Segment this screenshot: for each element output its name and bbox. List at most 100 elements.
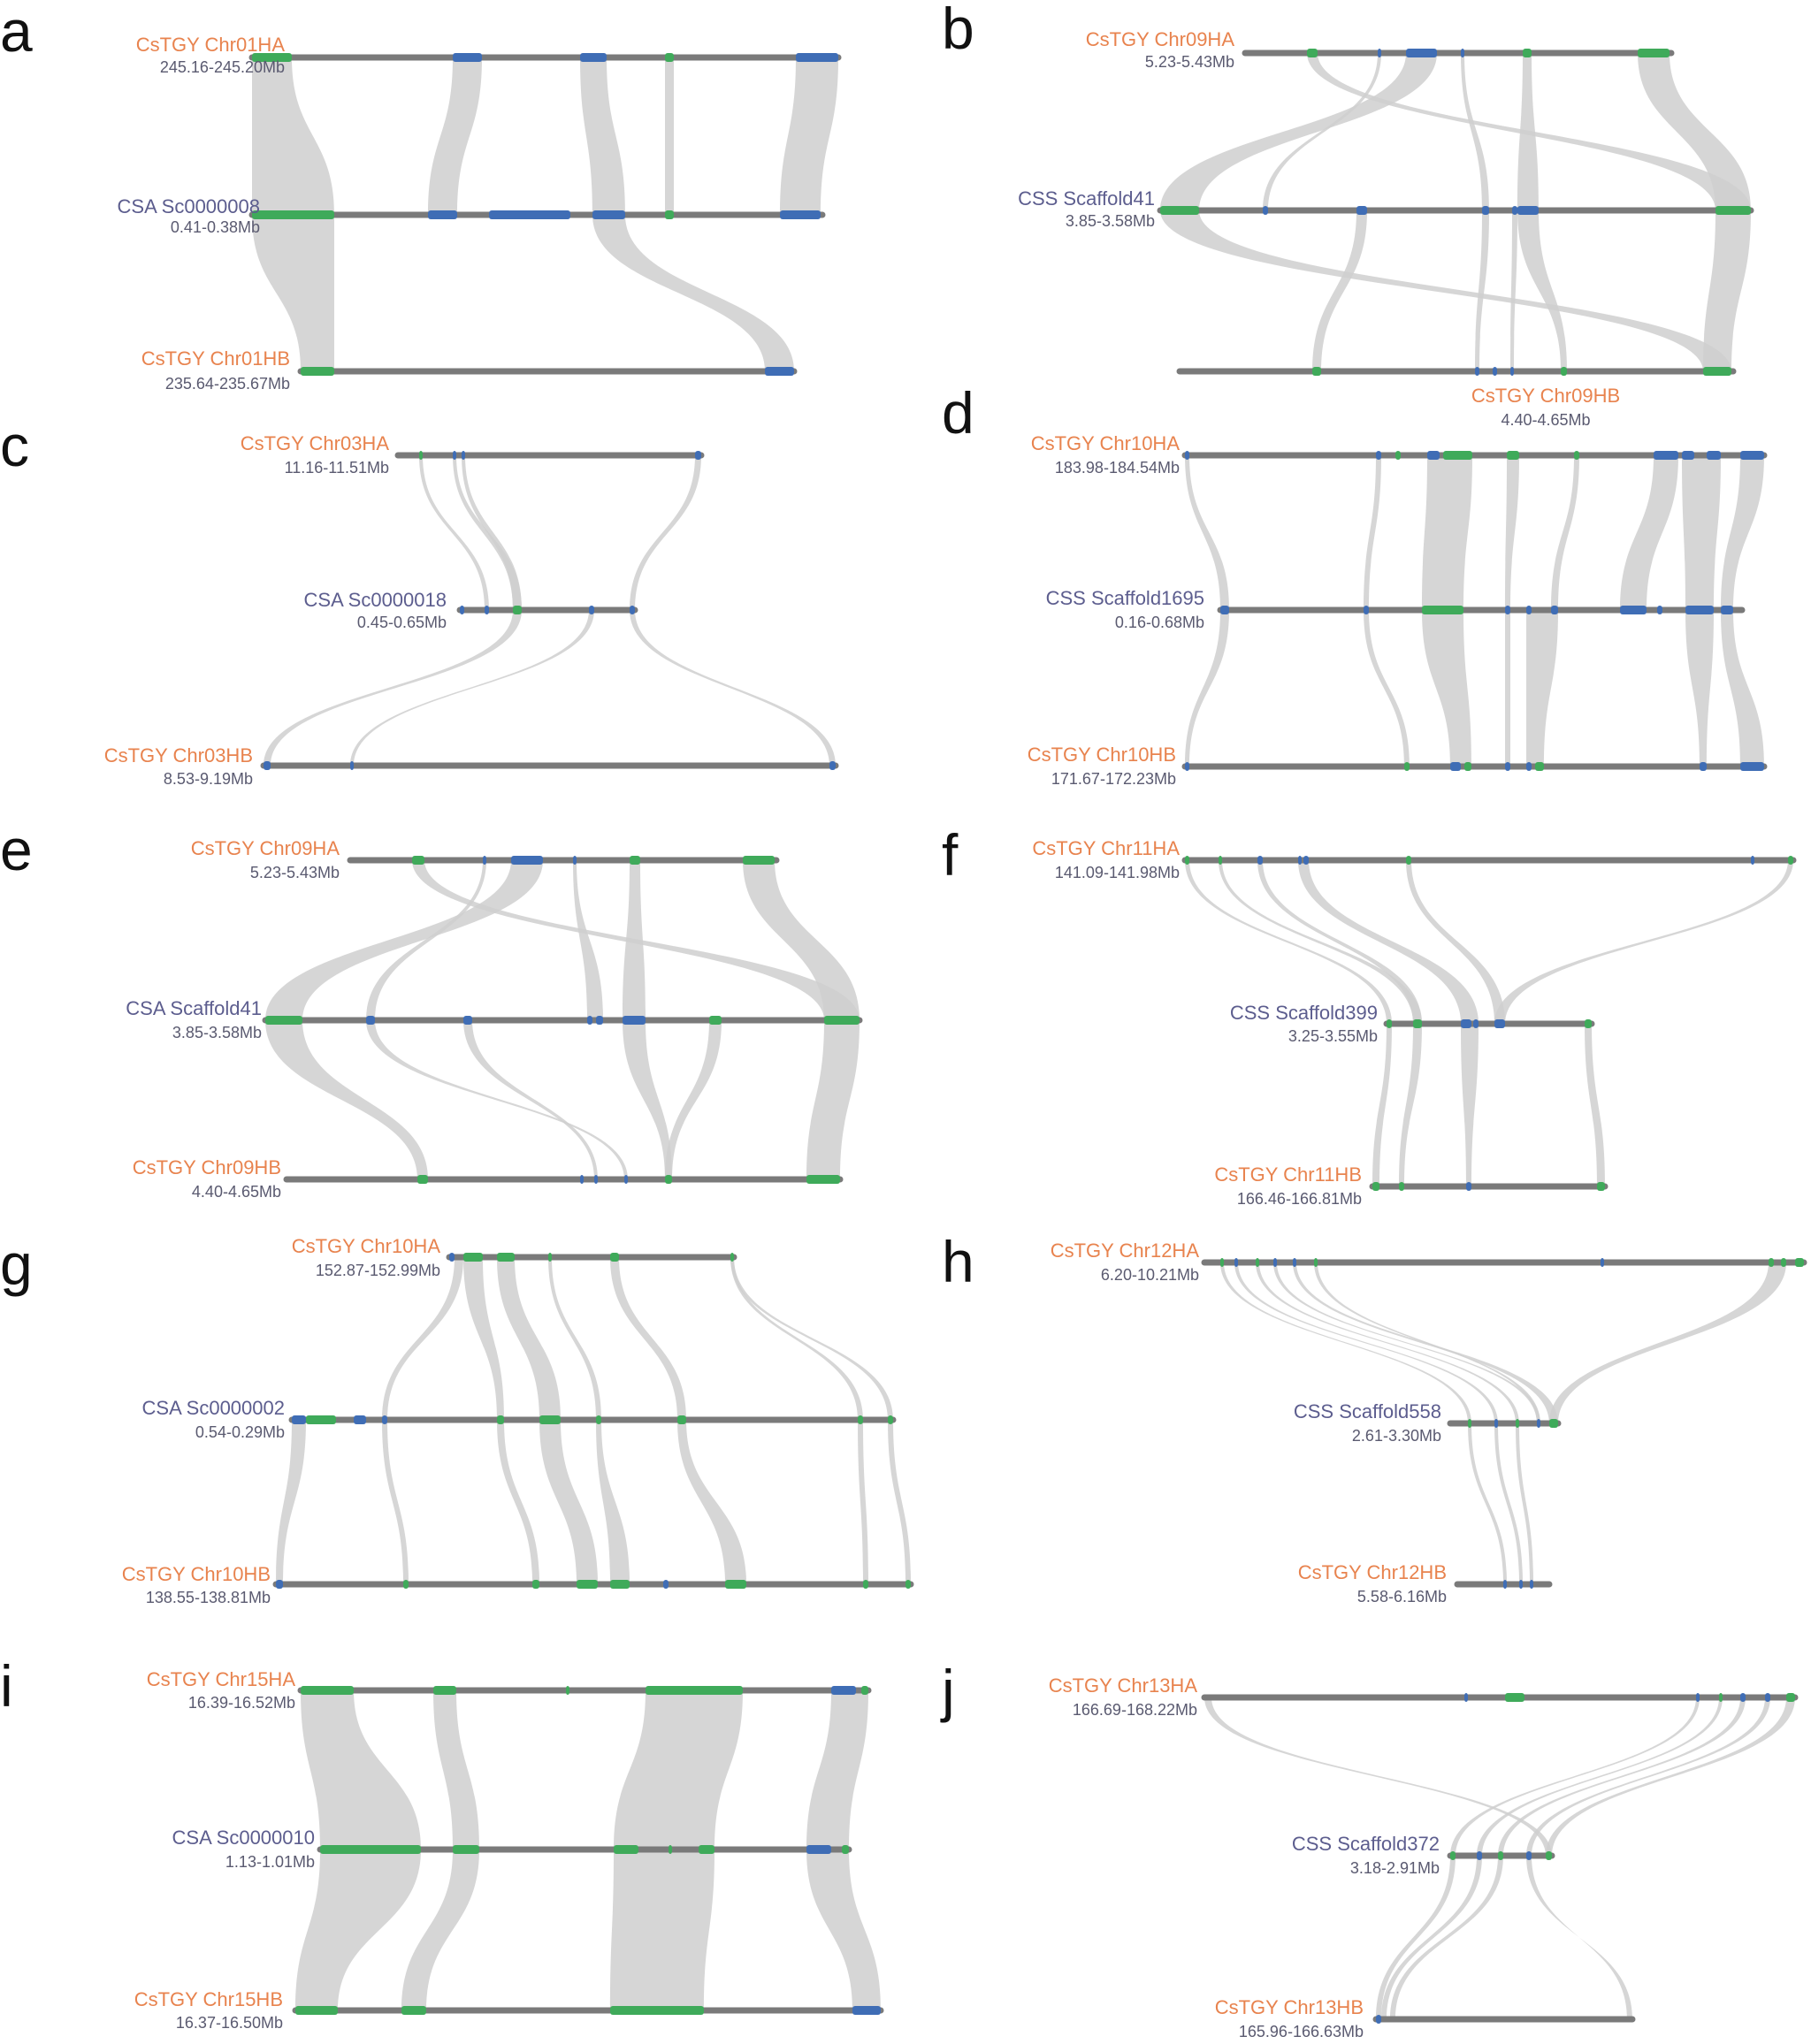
gene-block (453, 451, 456, 460)
gene-block (580, 53, 607, 62)
synteny-ribbon (1185, 610, 1229, 766)
gene-block (1620, 606, 1647, 614)
gene-block (1546, 1851, 1552, 1860)
gene-block (806, 1845, 831, 1854)
gene-block (1703, 367, 1731, 376)
gene-block (1482, 206, 1489, 215)
chromosome-name: CsTGY Chr10HB (122, 1563, 271, 1585)
gene-block (1413, 1019, 1422, 1028)
gene-block (1526, 1851, 1532, 1860)
gene-block (765, 367, 794, 376)
gene-block (276, 1580, 283, 1589)
synteny-ribbon (1314, 1262, 1540, 1423)
synteny-ribbon (1638, 53, 1751, 210)
gene-block (513, 606, 522, 614)
chromosome-name: CsTGY Chr15HA (147, 1668, 296, 1690)
gene-block (412, 856, 424, 865)
gene-block (264, 761, 271, 770)
synteny-ribbon (806, 1690, 868, 1850)
chromosome-range: 0.41-0.38Mb (171, 218, 260, 236)
panel-letter: g (0, 1232, 33, 1297)
gene-block (1657, 606, 1662, 614)
gene-block (460, 606, 464, 614)
gene-block (1740, 762, 1764, 771)
gene-block (610, 2006, 704, 2015)
synteny-ribbon (610, 1850, 714, 2010)
synteny-ribbon (1257, 860, 1422, 1024)
gene-block (1466, 1182, 1471, 1191)
chromosome-range: 1.13-1.01Mb (225, 1853, 315, 1871)
gene-block (665, 210, 674, 219)
gene-block (1395, 451, 1401, 460)
gene-block (1551, 606, 1558, 614)
gene-block (252, 53, 292, 62)
gene-block (1526, 762, 1532, 771)
gene-block (366, 1016, 375, 1025)
chromosome-range: 0.54-0.29Mb (195, 1423, 285, 1441)
gene-block (1464, 762, 1471, 771)
chromosome-range: 245.16-245.20Mb (160, 58, 285, 76)
gene-block (665, 1175, 672, 1184)
gene-block (888, 1415, 893, 1424)
gene-block (1376, 451, 1381, 460)
synteny-ribbon (1498, 1697, 1746, 1856)
gene-block (699, 1845, 714, 1854)
gene-block (566, 1686, 569, 1695)
gene-block (497, 1415, 504, 1424)
gene-block (1523, 49, 1532, 57)
gene-block (1585, 1019, 1592, 1028)
gene-block (1461, 49, 1464, 57)
gene-block (1503, 1580, 1507, 1589)
synteny-ribbon (665, 1020, 722, 1179)
synteny-ribbon (265, 1020, 428, 1179)
synteny-ribbon (1234, 1262, 1498, 1423)
gene-block (730, 1253, 734, 1262)
gene-block (1498, 1851, 1503, 1860)
chromosome-range: 152.87-152.99Mb (316, 1262, 440, 1279)
gene-block (1387, 1019, 1392, 1028)
synteny-ribbon (573, 860, 603, 1020)
synteny-ribbon (614, 1690, 743, 1850)
gene-block (596, 1016, 603, 1025)
synteny-ribbon (1263, 53, 1381, 210)
gene-block (1715, 206, 1751, 215)
gene-block (623, 1016, 646, 1025)
synteny-ribbon (548, 1257, 601, 1420)
gene-block (1788, 856, 1793, 865)
gene-block (428, 210, 457, 219)
gene-block (463, 1253, 483, 1262)
synteny-ribbon (382, 1420, 409, 1584)
gene-block (252, 210, 334, 219)
gene-block (1257, 856, 1263, 865)
synteny-ribbon (1721, 455, 1764, 610)
synteny-ribbon (1381, 1856, 1482, 2019)
gene-block (1406, 49, 1437, 57)
gene-block (1740, 1693, 1746, 1702)
gene-block (1781, 1258, 1786, 1267)
gene-block (1786, 1693, 1795, 1702)
chromosome-range: 183.98-184.54Mb (1055, 459, 1180, 477)
panel-letter: c (0, 413, 29, 478)
gene-block (1638, 49, 1670, 57)
synteny-ribbon (1505, 455, 1519, 610)
chromosome-name: CSA Sc0000010 (172, 1827, 315, 1849)
gene-block (1185, 451, 1189, 460)
panel-letter: e (0, 817, 33, 882)
gene-block (806, 1175, 840, 1184)
gene-block (320, 1845, 421, 1854)
chromosome-range: 235.64-235.67Mb (165, 375, 290, 393)
chromosome-name: CsTGY Chr13HA (1049, 1674, 1198, 1697)
gene-block (1219, 856, 1222, 865)
synteny-ribbon (630, 610, 836, 766)
chromosome-range: 11.16-11.51Mb (285, 459, 389, 477)
synteny-ribbon (1546, 1697, 1795, 1856)
synteny-ribbon (623, 1020, 672, 1179)
synteny-ribbon (252, 57, 334, 215)
gene-block (1516, 1419, 1519, 1428)
chromosome-range: 2.61-3.30Mb (1352, 1427, 1441, 1445)
gene-block (1376, 2015, 1381, 2024)
gene-block (1185, 856, 1189, 865)
gene-block (592, 210, 625, 219)
